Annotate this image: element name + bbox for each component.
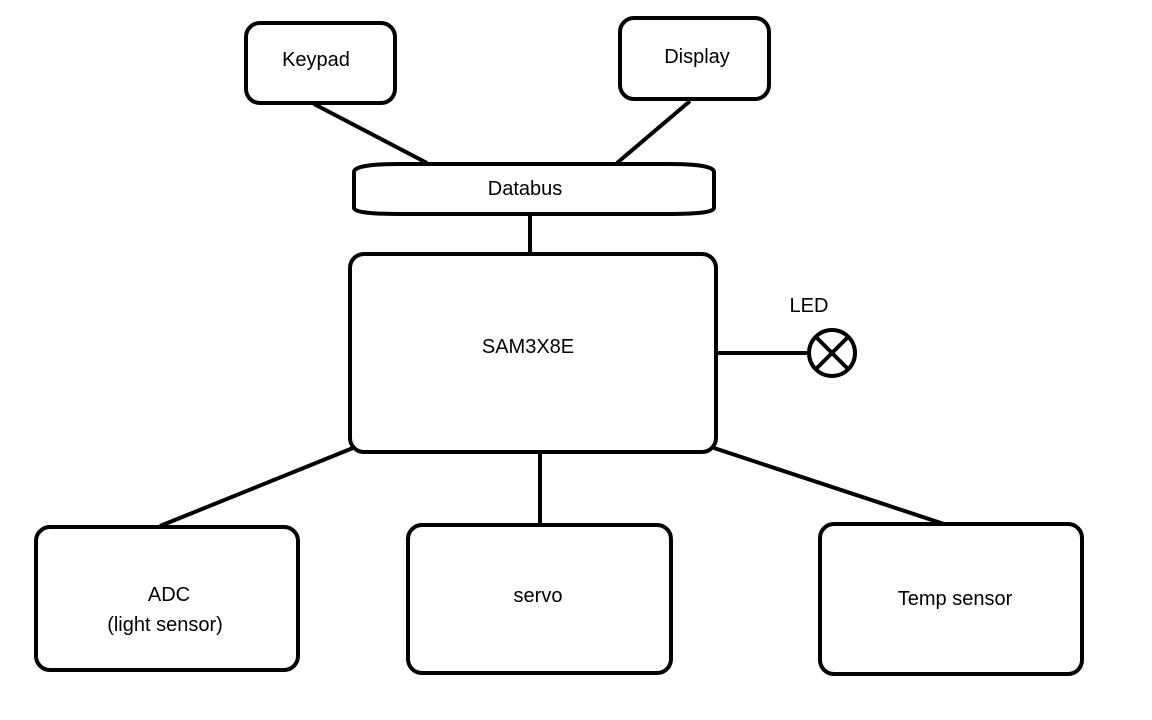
adc-label-line1: ADC [148, 584, 190, 606]
edge-mcu-temp [713, 446, 945, 526]
servo-label: servo [514, 585, 563, 607]
adc-label-line2: (light sensor) [107, 614, 223, 636]
databus-shape [352, 162, 716, 216]
mcu-node: SAM3X8E [348, 252, 718, 454]
edge-display-databus [615, 99, 692, 165]
edge-mcu-adc [159, 446, 354, 528]
servo-node: servo [406, 523, 673, 675]
display-label: Display [664, 46, 730, 68]
display-node: Display [618, 16, 771, 101]
led-label: LED [790, 295, 829, 317]
edge-keypad-databus [313, 102, 428, 165]
mcu-label: SAM3X8E [482, 336, 574, 358]
adc-node: ADC (light sensor) [34, 525, 300, 672]
keypad-label: Keypad [282, 49, 350, 71]
databus-node: Databus [352, 162, 716, 216]
temp-sensor-node: Temp sensor [818, 522, 1084, 676]
led-node: LED [790, 295, 857, 378]
keypad-node: Keypad [244, 21, 397, 105]
temp-sensor-label: Temp sensor [898, 588, 1013, 610]
databus-label: Databus [488, 178, 563, 200]
led-cross-b [814, 335, 850, 371]
